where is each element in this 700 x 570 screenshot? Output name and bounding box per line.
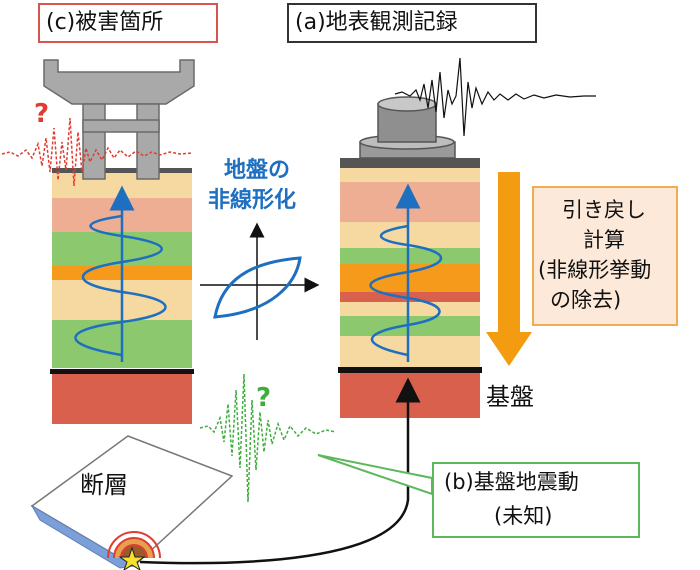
- unknown-mark-left: ?: [34, 99, 50, 129]
- damage-site-label: (c)被害箇所: [46, 10, 164, 35]
- deconv-label-line4: の除去): [550, 288, 622, 312]
- propagation-path: [139, 377, 421, 565]
- bedrock-motion-waveform: [199, 373, 337, 503]
- right-soil-column: [338, 158, 482, 418]
- surface-record-label-box: (a)地表観測記録: [287, 3, 537, 43]
- damage-site-waveform: [1, 117, 193, 187]
- hysteresis-loop-icon: [200, 222, 320, 340]
- bedrock-label: 基盤: [486, 383, 534, 411]
- surface-record-label: (a)地表観測記録: [295, 10, 458, 35]
- deconv-label-line3: (非線形挙動: [538, 258, 652, 282]
- deconvolution-box: 引き戻し 計算 (非線形挙動 の除去): [532, 186, 678, 326]
- nonlinear-label-line1: 地盤の: [224, 158, 291, 183]
- surface-record-waveform: [394, 57, 596, 137]
- building-icon: [359, 96, 456, 159]
- fault-block: [30, 435, 234, 569]
- damage-site-label-box: (c)被害箇所: [38, 3, 218, 43]
- bridge-pier-icon: [43, 59, 195, 180]
- callout-pointer: [317, 454, 433, 496]
- nonlinear-label-line2: 非線形化: [208, 188, 297, 213]
- unknown-mark-green: ?: [256, 383, 272, 413]
- bedrock-motion-line1: (b)基盤地震動: [444, 470, 579, 494]
- deconvolution-arrow: [486, 172, 532, 366]
- epicenter-star-icon: [118, 546, 146, 570]
- deconv-label-line2: 計算: [583, 228, 625, 252]
- fault-label: 断層: [80, 471, 128, 499]
- bedrock-motion-line2: (未知): [494, 504, 553, 528]
- bedrock-motion-box: (b)基盤地震動 (未知): [432, 462, 640, 538]
- deconv-label-line1: 引き戻し: [562, 198, 646, 222]
